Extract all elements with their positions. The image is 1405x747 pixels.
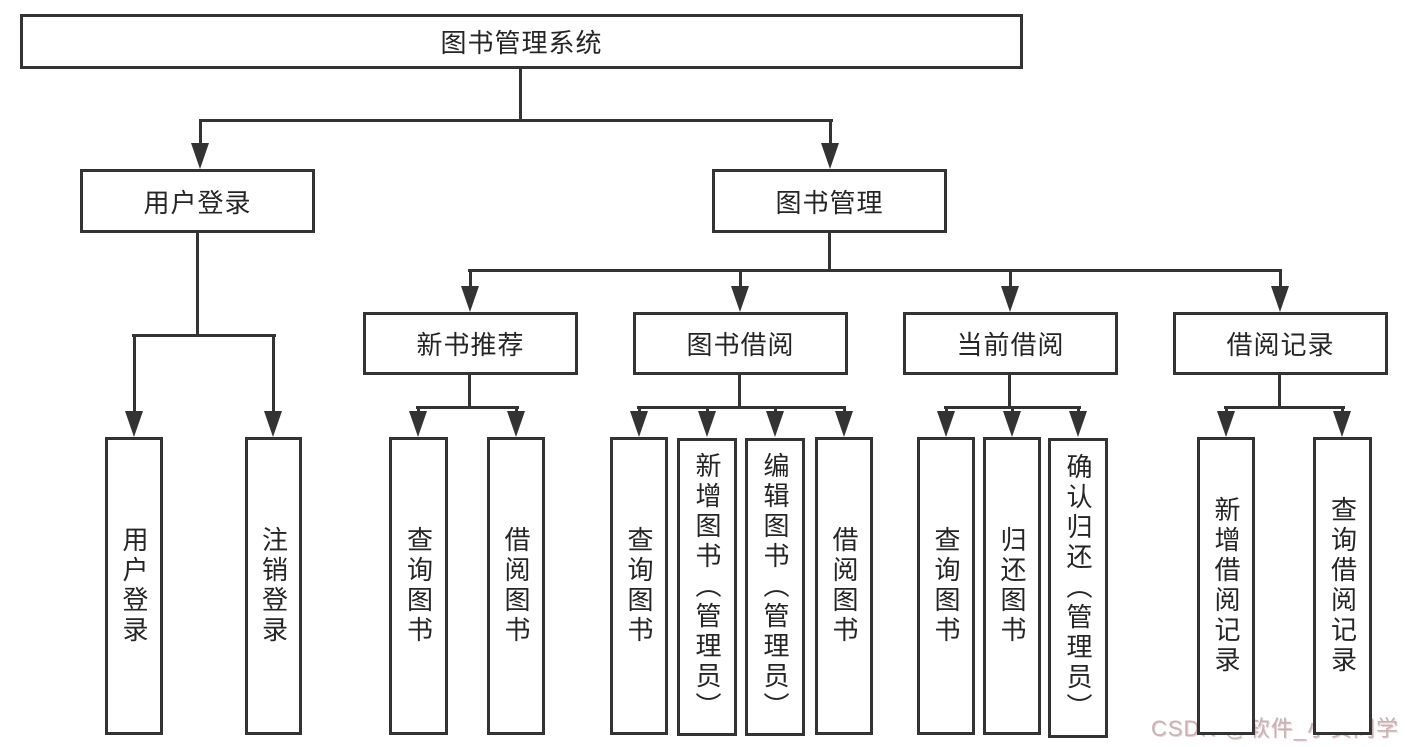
connector-line	[637, 406, 846, 409]
connector-line	[738, 375, 741, 408]
node-label-system: 图书管理系统	[440, 28, 603, 58]
node-label-borrow-records: 借阅记录	[1226, 330, 1335, 360]
connector-line	[416, 406, 519, 409]
node-box-bb-add: 新增图书（管理员）	[677, 438, 737, 736]
arrow-down-icon	[630, 411, 648, 437]
node-box-current-borrow: 当前借阅	[903, 312, 1118, 375]
connector-arrow-stem	[1076, 408, 1080, 411]
connector-arrow-stem	[1340, 408, 1344, 411]
node-label-bb-add: 新增图书（管理员）	[692, 452, 722, 722]
node-label-br-query: 查询借阅记录	[1327, 496, 1358, 676]
connector-arrow-stem	[1008, 271, 1012, 286]
node-label-nbr-borrow: 借阅图书	[501, 526, 531, 646]
node-box-br-query: 查询借阅记录	[1313, 437, 1372, 735]
arrow-down-icon	[835, 411, 853, 437]
node-label-user-login: 用户登录	[143, 187, 252, 218]
node-label-bb-query: 查询图书	[624, 526, 654, 646]
connector-arrow-stem	[637, 408, 641, 411]
node-box-new-book-rec: 新书推荐	[363, 312, 578, 375]
connector-line	[468, 375, 471, 408]
arrow-down-icon	[821, 143, 839, 169]
arrow-down-icon	[698, 411, 716, 437]
connector-arrow-stem	[944, 408, 948, 411]
node-box-bb-edit: 编辑图书（管理员）	[745, 438, 805, 736]
node-box-cb-confirm: 确认归还（管理员）	[1048, 438, 1108, 738]
node-label-book-mgmt: 图书管理	[775, 187, 884, 218]
connector-arrow-stem	[416, 408, 420, 411]
connector-arrow-stem	[198, 121, 202, 143]
node-box-br-add: 新增借阅记录	[1197, 437, 1255, 735]
connector-arrow-stem	[773, 408, 777, 411]
connector-arrow-stem	[705, 408, 709, 411]
arrow-down-icon	[409, 411, 427, 437]
arrow-down-icon	[1217, 411, 1235, 437]
connector-line	[828, 233, 831, 271]
arrow-down-icon	[1069, 411, 1087, 437]
node-label-cb-confirm: 确认归还（管理员）	[1063, 453, 1093, 723]
connector-arrow-stem	[828, 121, 832, 143]
node-box-nbr-borrow: 借阅图书	[487, 437, 545, 735]
arrow-down-icon	[125, 411, 143, 437]
node-box-ul-login: 用户登录	[105, 437, 163, 735]
connector-arrow-stem	[468, 271, 472, 286]
node-box-ul-logout: 注销登录	[245, 437, 302, 735]
node-box-user-login: 用户登录	[80, 169, 315, 233]
arrow-down-icon	[191, 143, 209, 169]
arrow-down-icon	[507, 411, 525, 437]
connector-arrow-stem	[1224, 408, 1228, 411]
node-label-book-borrow: 图书借阅	[686, 330, 795, 360]
connector-arrow-stem	[271, 336, 275, 411]
node-box-book-borrow: 图书借阅	[633, 312, 848, 375]
connector-line	[1278, 375, 1281, 408]
connector-arrow-stem	[738, 271, 742, 286]
connector-arrow-stem	[132, 336, 136, 411]
node-box-book-mgmt: 图书管理	[712, 169, 947, 233]
node-label-cb-query: 查询图书	[931, 526, 961, 646]
arrow-down-icon	[766, 411, 784, 437]
node-label-bb-edit: 编辑图书（管理员）	[760, 452, 790, 722]
connector-arrow-stem	[1010, 408, 1014, 411]
arrow-down-icon	[731, 286, 749, 312]
node-box-bb-borrow: 借阅图书	[815, 437, 873, 735]
node-box-cb-return: 归还图书	[983, 437, 1041, 735]
arrow-down-icon	[1003, 411, 1021, 437]
node-label-ul-logout: 注销登录	[258, 526, 289, 646]
arrow-down-icon	[937, 411, 955, 437]
node-label-current-borrow: 当前借阅	[956, 330, 1065, 360]
arrow-down-icon	[1333, 411, 1351, 437]
node-box-nbr-query: 查询图书	[389, 437, 448, 735]
node-label-nbr-query: 查询图书	[403, 526, 434, 646]
connector-arrow-stem	[842, 408, 846, 411]
node-box-bb-query: 查询图书	[610, 437, 668, 735]
arrow-down-icon	[264, 411, 282, 437]
node-label-cb-return: 归还图书	[997, 526, 1027, 646]
node-box-borrow-records: 借阅记录	[1173, 312, 1388, 375]
connector-line	[132, 334, 276, 337]
connector-line	[1008, 375, 1011, 408]
arrow-down-icon	[461, 286, 479, 312]
connector-line	[196, 233, 199, 336]
node-box-cb-query: 查询图书	[917, 437, 975, 735]
connector-line	[199, 119, 833, 122]
connector-line	[944, 406, 1081, 409]
connector-line	[468, 269, 1282, 272]
arrow-down-icon	[1001, 286, 1019, 312]
node-label-new-book-rec: 新书推荐	[416, 330, 525, 360]
node-label-ul-login: 用户登录	[119, 526, 149, 646]
node-label-bb-borrow: 借阅图书	[829, 526, 859, 646]
connector-line	[1224, 406, 1345, 409]
arrow-down-icon	[1271, 286, 1289, 312]
node-box-system: 图书管理系统	[20, 14, 1023, 69]
connector-arrow-stem	[1278, 271, 1282, 286]
node-label-br-add: 新增借阅记录	[1211, 496, 1241, 676]
connector-arrow-stem	[514, 408, 518, 411]
connector-line	[519, 69, 522, 121]
